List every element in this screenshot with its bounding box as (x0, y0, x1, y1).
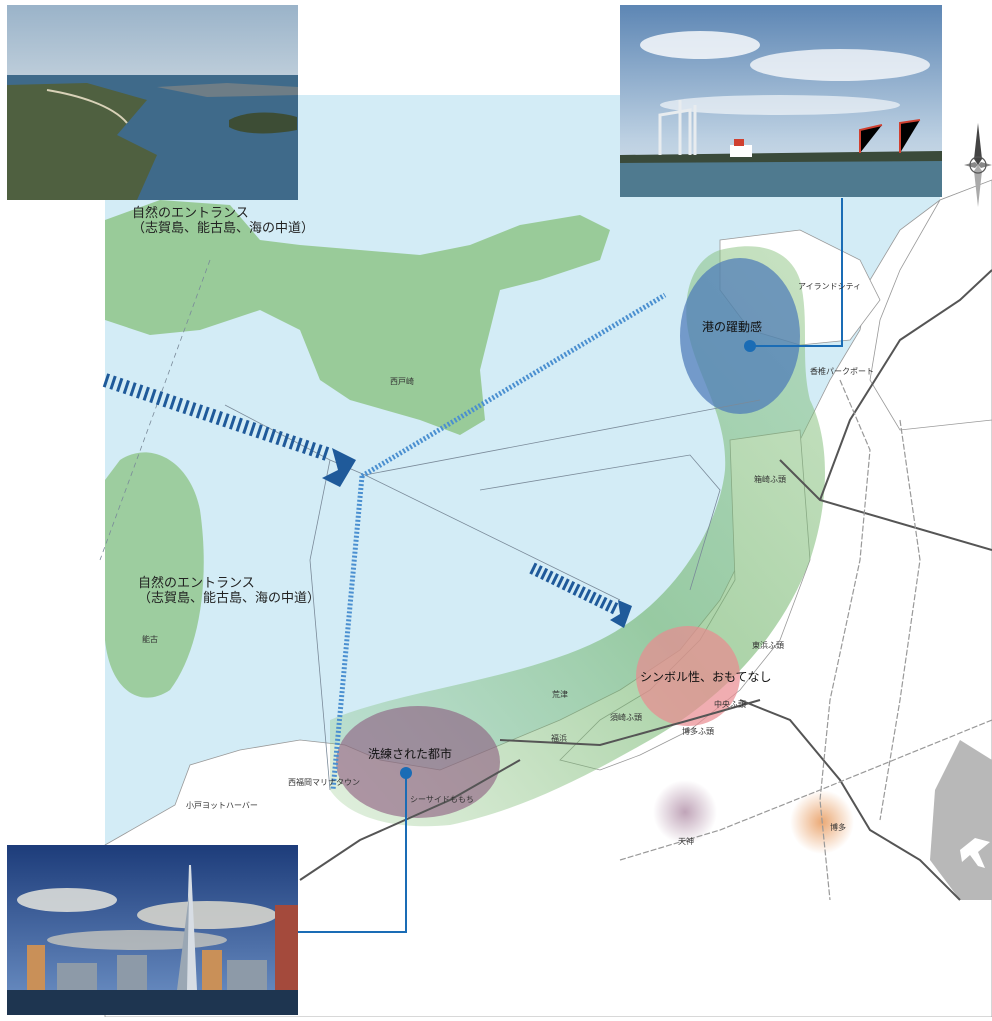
place-label-nokonoshima: 能古 (142, 635, 158, 644)
place-label-seaside-momochi: シーサイドももち (410, 795, 474, 804)
breakwater-east (610, 600, 632, 628)
airplane-icon (960, 838, 990, 868)
place-label-chuo-pier: 中央ふ頭 (714, 700, 746, 709)
symbol-zone (636, 626, 740, 726)
shika-island (105, 200, 610, 435)
port-zone (680, 258, 800, 414)
photo-aerial-shika (7, 5, 298, 200)
tenjin-glow (653, 780, 717, 844)
place-label-saitozaki: 西戸崎 (390, 377, 414, 386)
breakwater-west (322, 448, 356, 487)
photo-container-port (620, 5, 942, 197)
zone-label-city: 洗練された都市 (368, 747, 453, 761)
place-label-hakata: 博多 (830, 823, 846, 832)
place-label-suzaki-pier: 須崎ふ頭 (610, 713, 642, 722)
place-label-island-city: アイランドシティ (798, 282, 862, 291)
place-label-higashihama-pier: 東浜ふ頭 (752, 641, 784, 650)
city-zone (336, 706, 500, 818)
zone-label-symbol: シンボル性、おもてなし (640, 670, 772, 684)
place-label-kashii-park-port: 香椎パークポート (810, 367, 874, 376)
entrance-label-north-line1: 自然のエントランス (132, 206, 249, 221)
place-label-hakata-pier: 博多ふ頭 (682, 727, 714, 736)
leader-lines (298, 198, 843, 933)
photo-momochi-skyline (7, 845, 298, 1015)
place-label-odo-yacht-harbor: 小戸ヨットハーバー (186, 801, 258, 810)
port-marker (744, 340, 756, 352)
city-marker (400, 767, 412, 779)
rails (619, 379, 992, 901)
place-label-aratsu: 荒津 (552, 690, 568, 699)
east-land (869, 179, 992, 431)
entrance-label-north-line2: （志賀島、能古島、海の中道） (132, 221, 315, 236)
compass-icon (964, 123, 992, 207)
place-label-fukuhama: 福浜 (551, 734, 567, 743)
entrance-label-south-line1: 自然のエントランス (138, 576, 255, 591)
noko-island (105, 452, 204, 698)
place-label-hakozaki-pier: 箱崎ふ頭 (754, 475, 786, 484)
zone-label-port: 港の躍動感 (702, 320, 763, 334)
place-label-tenjin: 天神 (678, 837, 694, 846)
place-label-nishifukuoka-marina-town: 西福岡マリナタウン (288, 778, 360, 787)
shipping-routes (102, 292, 667, 791)
entrance-label-south-line2: （志賀島、能古島、海の中道） (138, 591, 321, 606)
entrance-label-south: 自然のエントランス （志賀島、能古島、海の中道） (138, 576, 320, 606)
entrance-label-north: 自然のエントランス （志賀島、能古島、海の中道） (132, 206, 314, 236)
